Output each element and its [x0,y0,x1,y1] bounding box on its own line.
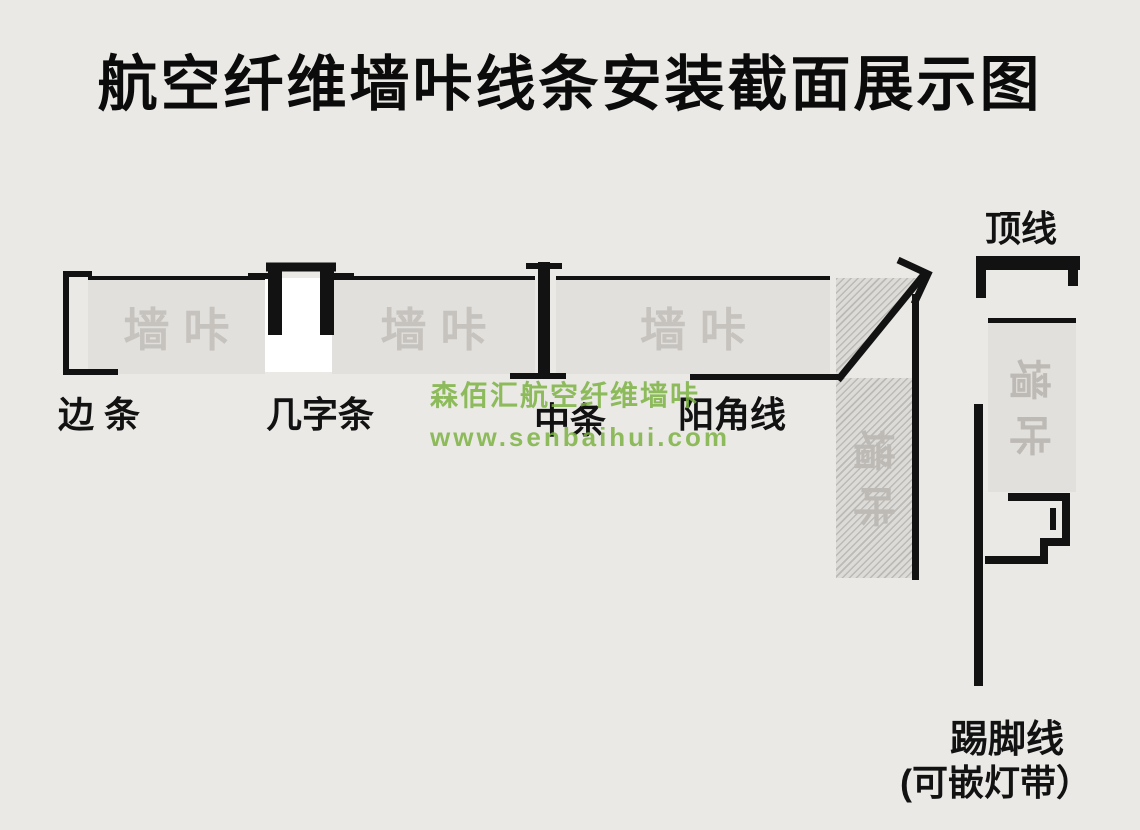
wall-panel-1-watermark: 墙咔 [123,304,244,356]
wall-panel-vertical-watermark: 墙咔 [849,428,897,542]
label-skirting-line: 踢脚线 [950,719,1065,761]
wall-panel-vertical-corner: 墙咔 [836,378,916,578]
wall-panel-2-watermark: 墙咔 [380,304,501,356]
wall-panel-right: 墙咔 [988,318,1076,492]
label-middle-strip: 中条 [534,400,607,441]
label-skirting-note: (可嵌灯带） [900,762,1092,803]
wall-panel-2: 墙咔 [332,276,535,374]
watermark-brand: 森佰汇航空纤维墙咔 [430,380,701,411]
middle-strip-web [538,262,550,378]
wall-panel-1: 墙咔 [88,276,265,374]
corner-panel-outer-edge [912,294,919,580]
label-outer-corner: 阳角线 [678,394,787,435]
wall-panel-3-watermark: 墙咔 [640,304,760,356]
label-edge-strip: 边 条 [58,394,141,435]
page-title: 航空纤维墙咔线条安装截面展示图 [97,51,1043,118]
skirting-profile [985,493,1070,564]
panel-gap-background [263,278,334,372]
label-ji-strip: 几字条 [266,394,375,435]
wall-panel-right-watermark: 墙咔 [1005,358,1053,471]
corner-bend-surface [836,278,922,378]
label-ceiling-line: 顶线 [985,208,1058,249]
watermark-url: www.senbaihui.com [430,422,730,452]
wall-base-line [974,404,983,686]
wall-panel-3: 墙咔 [556,276,830,374]
